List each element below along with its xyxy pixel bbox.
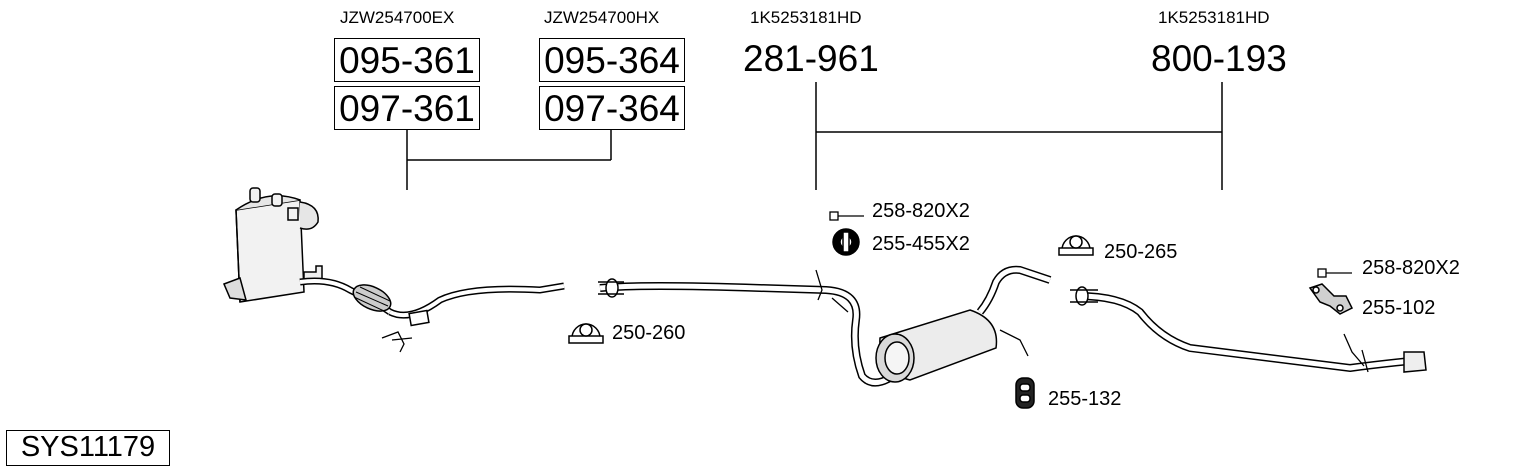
hanger-icon-lower[interactable]	[1015, 377, 1035, 409]
bracket-icon-right[interactable]	[1308, 283, 1354, 315]
fitting-label-clamp-right[interactable]: 250-265	[1104, 241, 1178, 263]
oem-code-middle: 1K5253181HD	[750, 8, 862, 27]
hanger-icon-middle[interactable]	[832, 228, 860, 256]
bolt-icon-middle[interactable]	[829, 211, 864, 221]
clamp-icon-left[interactable]	[568, 323, 604, 344]
rear-pipe-drawing[interactable]	[1070, 286, 1427, 373]
part-number-box-b-top[interactable]: 095-364	[539, 38, 685, 82]
fitting-label-hanger-middle[interactable]: 255-455X2	[872, 233, 970, 255]
oem-code-dpf-b: JZW254700HX	[544, 8, 660, 27]
dpf-unit-drawing[interactable]	[223, 187, 565, 353]
fitting-label-bolt-right[interactable]: 258-820X2	[1362, 257, 1460, 279]
middle-silencer-drawing[interactable]	[598, 265, 1052, 387]
bolt-icon-right[interactable]	[1317, 268, 1352, 278]
fitting-label-bracket-right[interactable]: 255-102	[1362, 297, 1436, 319]
fitting-label-clamp-left[interactable]: 250-260	[612, 322, 686, 344]
part-number-box-a-top[interactable]: 095-361	[334, 38, 480, 82]
part-number-middle-silencer[interactable]: 281-961	[743, 38, 879, 79]
fitting-label-hanger-lower[interactable]: 255-132	[1048, 388, 1122, 410]
oem-code-dpf-a: JZW254700EX	[340, 8, 455, 27]
oem-code-rear: 1K5253181HD	[1158, 8, 1270, 27]
fitting-label-bolt-middle[interactable]: 258-820X2	[872, 200, 970, 222]
part-number-box-b-bottom[interactable]: 097-364	[539, 86, 685, 130]
part-number-rear-pipe[interactable]: 800-193	[1151, 38, 1287, 79]
system-code-box: SYS11179	[6, 430, 170, 466]
part-number-box-a-bottom[interactable]: 097-361	[334, 86, 480, 130]
clamp-icon-right[interactable]	[1058, 235, 1094, 256]
